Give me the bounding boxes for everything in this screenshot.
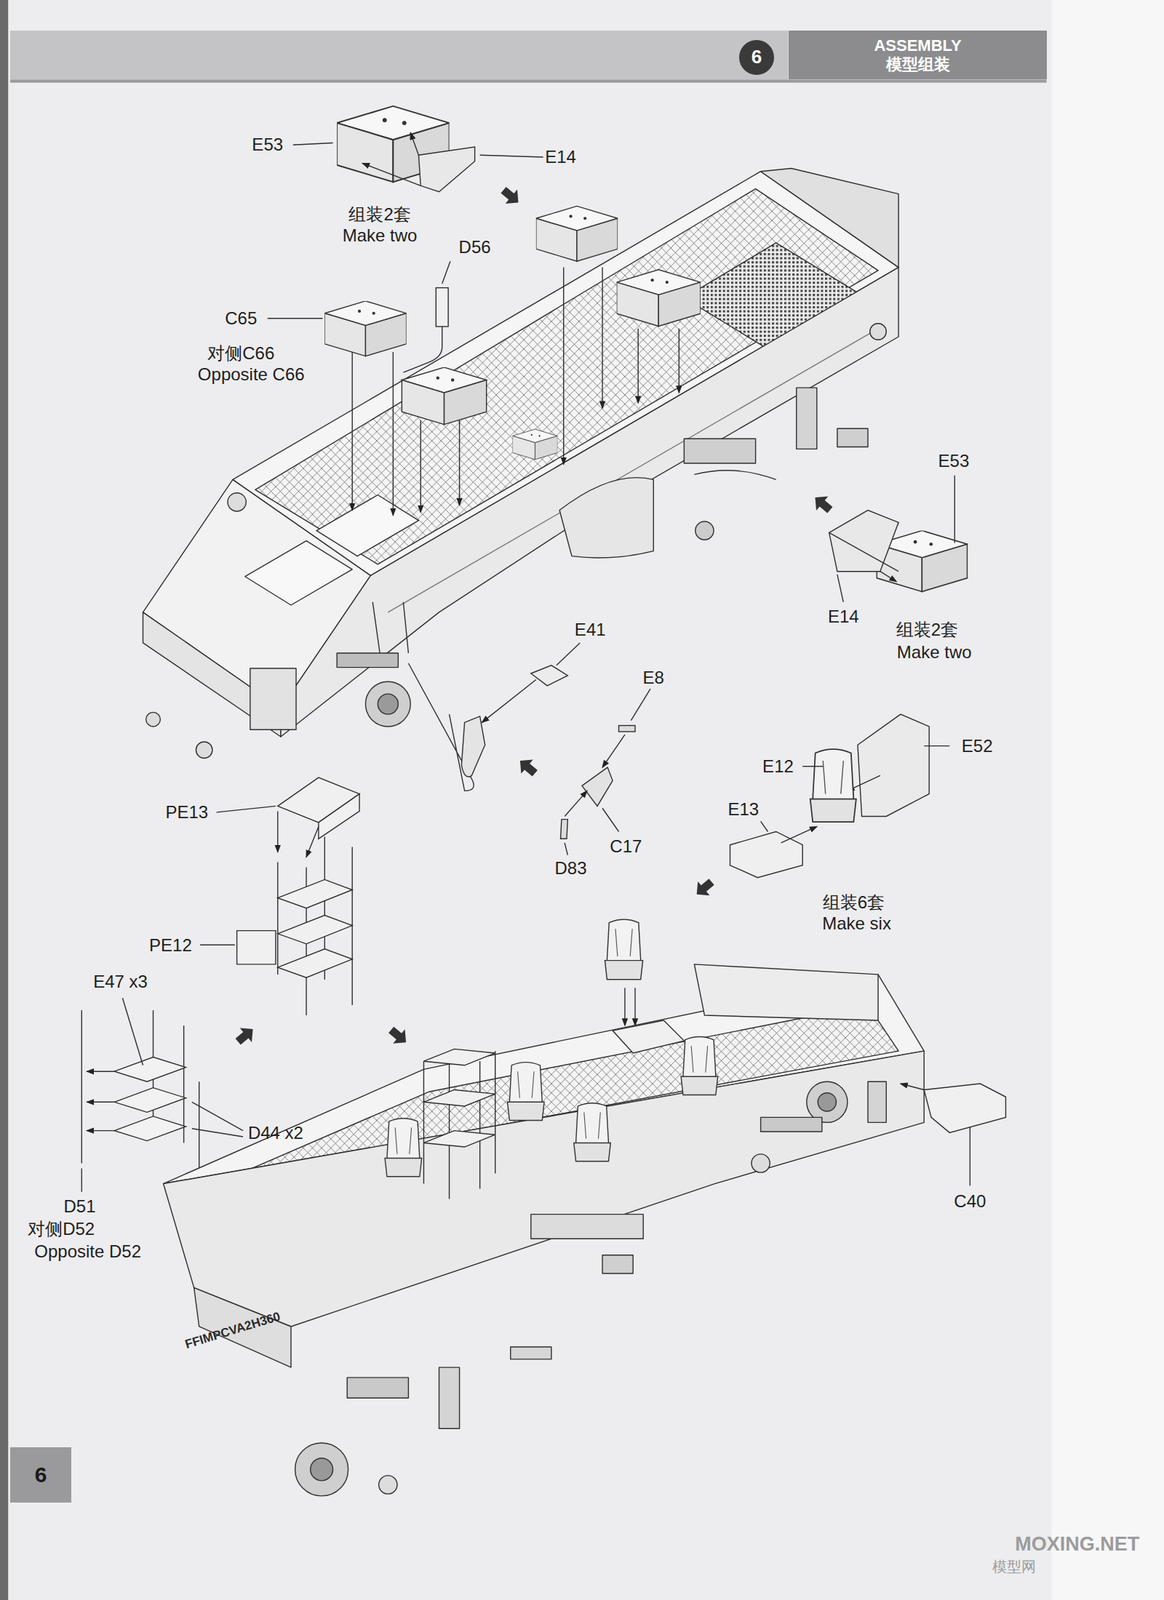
part-label: E13 [727, 800, 759, 820]
part-label: E53 [251, 135, 283, 155]
part-label: Opposite C66 [197, 365, 305, 385]
part-label: C17 [609, 836, 642, 856]
part-label: D56 [459, 237, 492, 257]
part-label: D44 x2 [248, 1123, 304, 1143]
watermark: MOXING.NET [1014, 1534, 1140, 1557]
part-label: 组装2套 [896, 620, 959, 640]
part-label: E52 [961, 736, 994, 756]
part-label: E14 [544, 147, 577, 167]
node-text: 6 [34, 1463, 48, 1489]
node-text: 模型组装 [886, 55, 951, 74]
part-label: E41 [574, 620, 607, 640]
part-label: E14 [827, 607, 860, 627]
part-label: D83 [555, 859, 588, 879]
part-label: C40 [953, 1192, 986, 1212]
part-label: PE12 [149, 935, 193, 955]
watermark: 模型网 [992, 1559, 1036, 1576]
part-label: Make two [897, 643, 972, 663]
part-label: E47 x3 [93, 972, 148, 992]
step-number-circle: 6 [739, 40, 775, 75]
part-label: Opposite D52 [34, 1241, 142, 1261]
part-label: Make two [342, 226, 418, 246]
part-label: 对侧D52 [27, 1220, 95, 1239]
header-band: ASSEMBLY模型组装 [788, 30, 1047, 80]
node-text: ASSEMBLY [873, 36, 962, 55]
hull-marking: FFIMPCVA2H360 [183, 1310, 282, 1353]
part-label: E8 [643, 668, 665, 688]
part-label: 组装2套 [348, 205, 411, 225]
part-label: PE13 [165, 803, 209, 823]
part-label: D51 [63, 1197, 96, 1217]
part-label: C65 [224, 309, 257, 329]
part-label: E53 [938, 451, 970, 471]
node-text: 6 [751, 46, 762, 69]
part-label: 对侧C66 [207, 343, 275, 363]
part-label: E12 [762, 757, 794, 777]
part-label: Make six [822, 914, 892, 934]
part-label: 组装6套 [822, 892, 885, 912]
page-number-box: 6 [10, 1447, 72, 1504]
